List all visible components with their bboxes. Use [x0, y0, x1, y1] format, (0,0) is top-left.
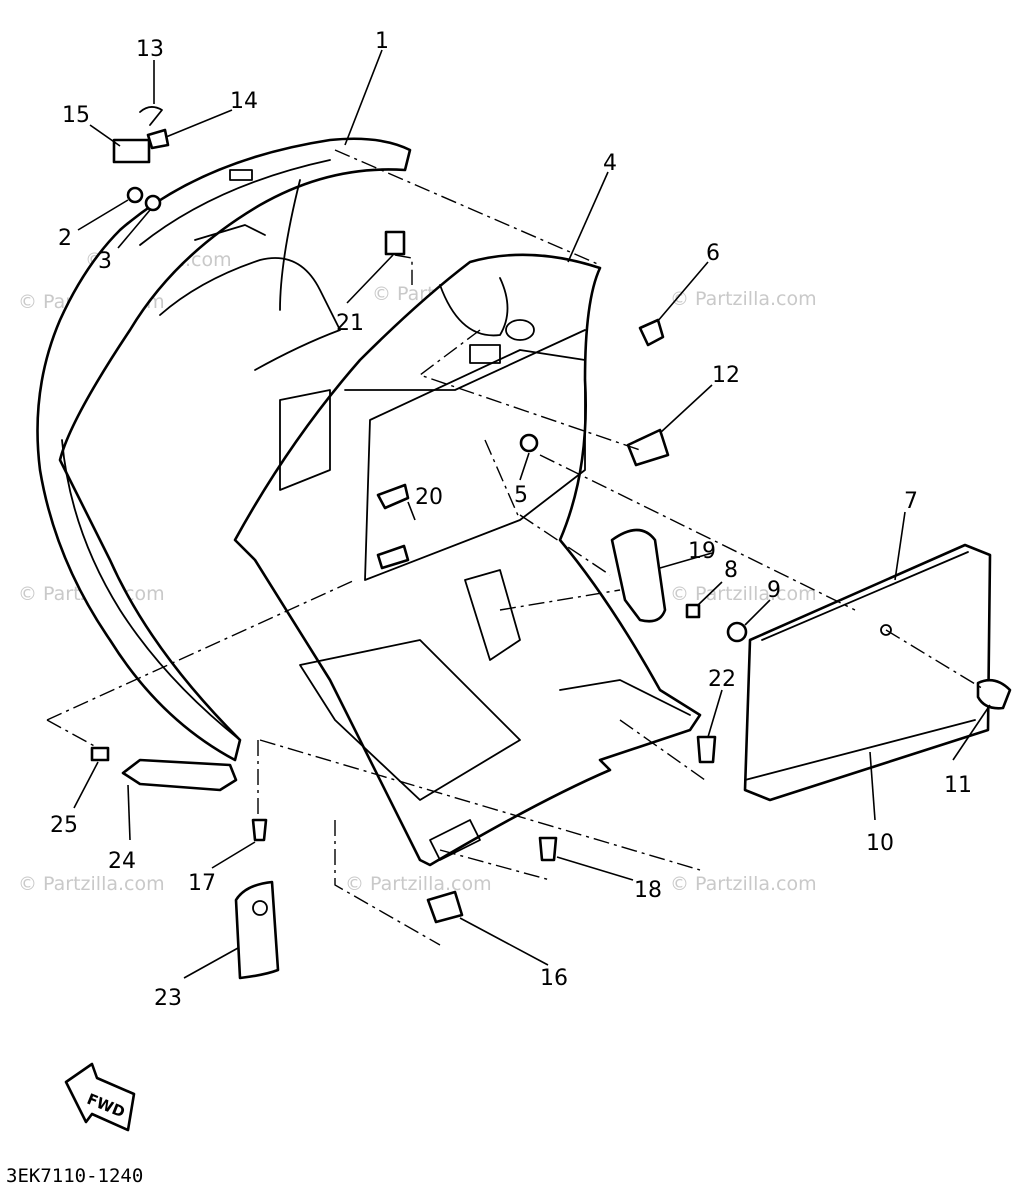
grip-part-19: [610, 528, 667, 623]
callout-labels: 1 2 3 4 5 6 7 8 9 10 11 12 13 14 15 16 1…: [50, 29, 972, 1011]
nut-part-5: [519, 433, 539, 453]
callout-7: 7: [904, 489, 918, 514]
plate-part-23: [234, 880, 280, 980]
callout-19: 19: [688, 539, 716, 564]
callout-15: 15: [62, 103, 90, 128]
pad-part-21: [384, 230, 406, 256]
nut-part-2: [126, 186, 144, 204]
callout-23: 23: [154, 986, 182, 1011]
pad-part-15: [112, 138, 151, 164]
callout-6: 6: [706, 241, 720, 266]
screw-part-6: [638, 318, 665, 347]
clip-part-12: [626, 428, 670, 467]
screw-part-17: [251, 818, 268, 842]
front-cover-part-1: [36, 137, 412, 762]
watermark: © Partzilla.com: [18, 873, 165, 895]
callout-21: 21: [336, 311, 364, 336]
lid-part-7-10: [743, 543, 992, 802]
callout-5: 5: [514, 483, 528, 508]
callout-10: 10: [866, 831, 894, 856]
damper-part-11: [976, 678, 1012, 710]
clip-part-13: [139, 106, 163, 126]
nut-part-8: [685, 603, 701, 619]
screw-part-9: [726, 621, 748, 643]
washer-part-3: [144, 194, 162, 212]
screw-part-18: [538, 836, 558, 862]
plate-hole: [252, 900, 268, 916]
callout-22: 22: [708, 667, 736, 692]
callout-11: 11: [944, 773, 972, 798]
bracket-part-24: [121, 758, 238, 792]
watermark: © Partzilla.com: [345, 873, 492, 895]
callout-1: 1: [375, 29, 389, 54]
watermark: © Partzilla.com: [670, 873, 817, 895]
callout-2: 2: [58, 226, 72, 251]
callout-4: 4: [603, 151, 617, 176]
callout-13: 13: [136, 37, 164, 62]
clip-part-20b: [376, 544, 410, 570]
clip-part-20a: [376, 483, 410, 510]
diagram-code: 3EK7110-1240: [6, 1165, 143, 1187]
callout-8: 8: [724, 558, 738, 583]
callout-24: 24: [108, 849, 136, 874]
inner-leg-shield-part-4: [233, 253, 702, 867]
callout-20: 20: [415, 485, 443, 510]
callout-16: 16: [540, 966, 568, 991]
callout-3: 3: [98, 249, 112, 274]
fasteners: [90, 186, 1012, 924]
forward-arrow-icon: FWD: [64, 1062, 136, 1132]
watermark: © Partzilla.com: [670, 583, 817, 605]
callout-25: 25: [50, 813, 78, 838]
callout-17: 17: [188, 871, 216, 896]
nut-part-16: [426, 890, 464, 924]
rivet-part-25: [90, 746, 110, 762]
watermark: © Partzilla.com: [670, 288, 817, 310]
callout-18: 18: [634, 878, 662, 903]
callout-12: 12: [712, 363, 740, 388]
callout-9: 9: [767, 578, 781, 603]
clip-part-14: [146, 128, 170, 150]
assembly-lines: [46, 149, 986, 946]
screw-part-22: [696, 735, 717, 764]
callout-14: 14: [230, 89, 258, 114]
leader-lines: [73, 49, 991, 979]
watermarks: © Partzilla.com © Partzilla.com © Partzi…: [18, 249, 817, 895]
